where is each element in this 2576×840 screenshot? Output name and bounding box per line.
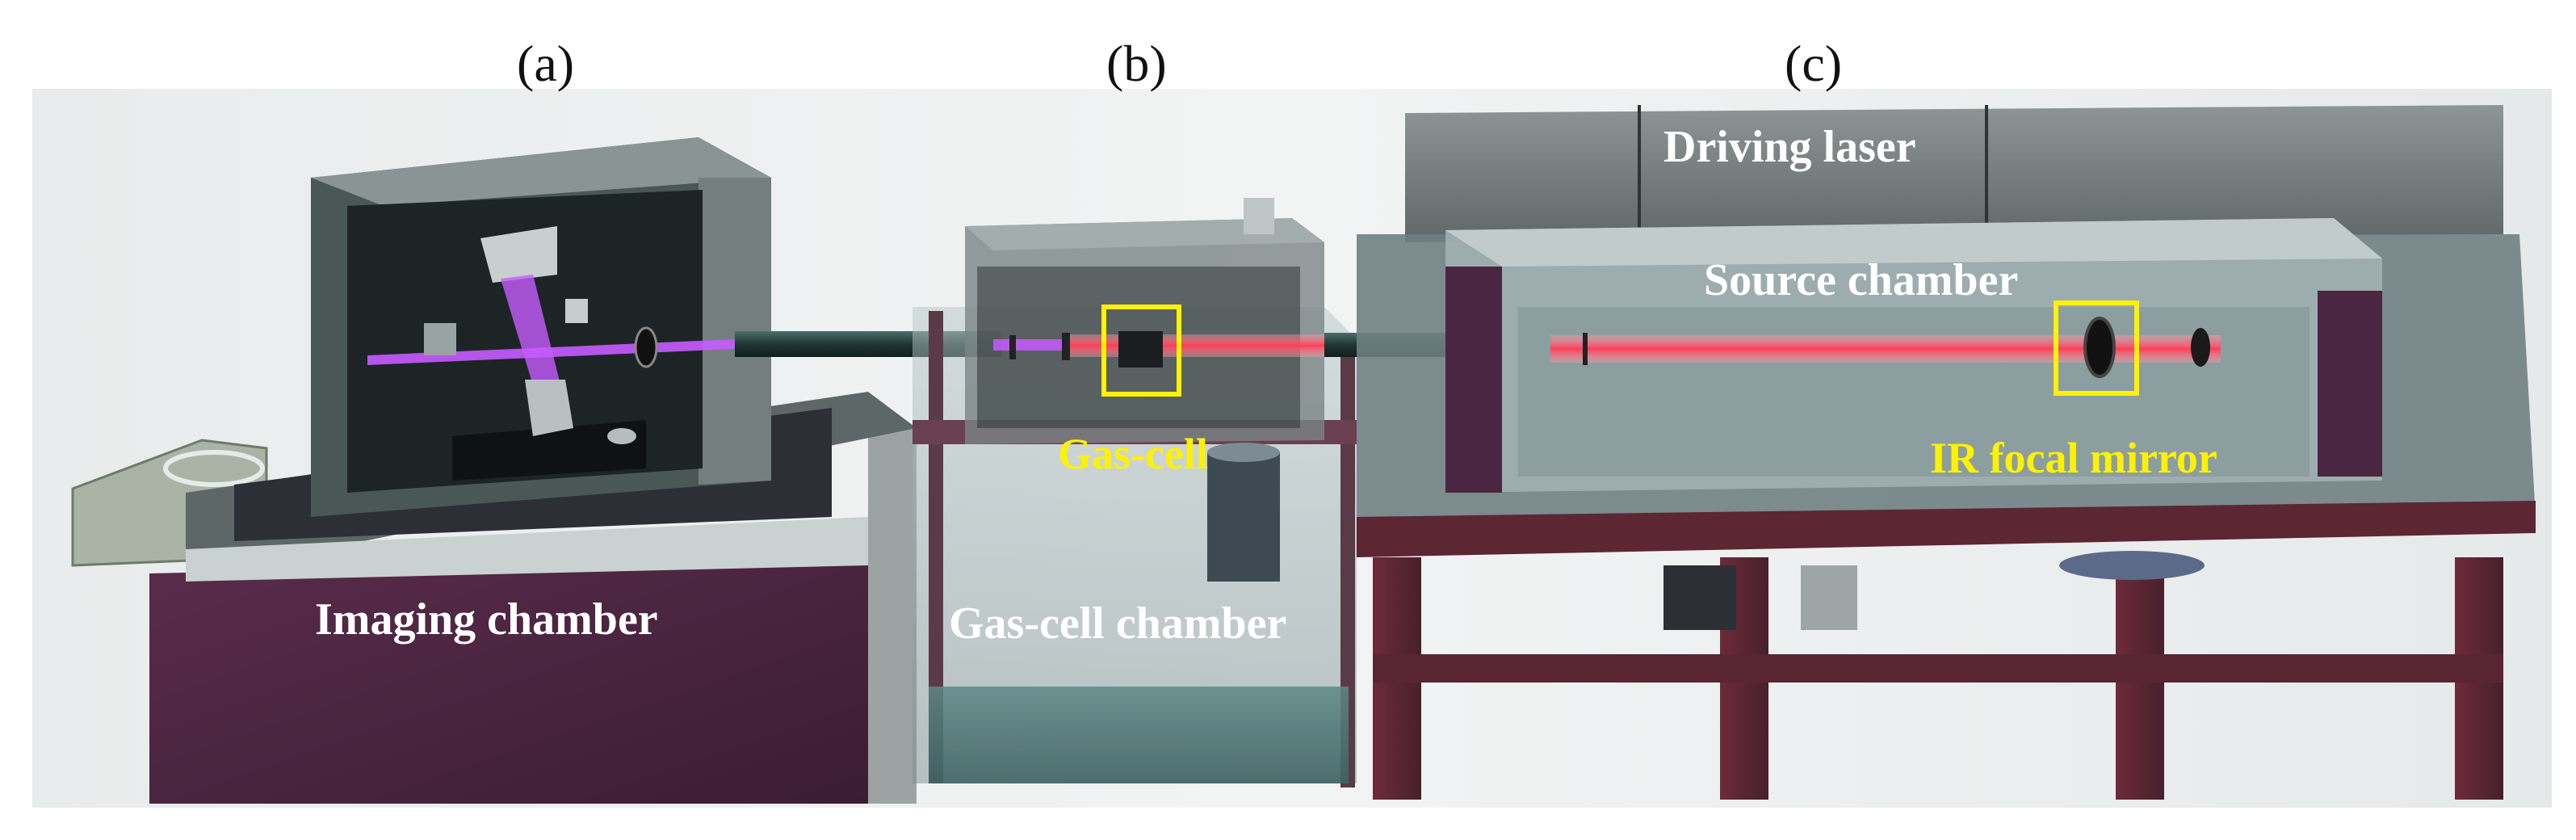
imaging-base — [149, 557, 868, 804]
imaging-table-rim — [186, 517, 868, 582]
lower-crossbar — [1373, 654, 2503, 682]
detector-head — [480, 226, 557, 283]
iris-source — [1583, 333, 1588, 365]
ir-beam-c — [1550, 335, 2221, 363]
ir-focal-mirror-highlight-box — [2054, 300, 2139, 396]
imaging-chamber-assembly: Imaging chamber (a) — [71, 35, 917, 804]
gas-cell-box-lid — [965, 218, 1324, 250]
under-turbo — [2059, 551, 2205, 580]
driving-laser-label: Driving laser — [1663, 122, 1916, 172]
source-chamber-wall-right — [2318, 291, 2382, 477]
source-chamber-label: Source chamber — [1704, 255, 2018, 305]
gas-cell-label: Gas-cell — [1058, 430, 1208, 478]
ir-beam-b — [1066, 334, 1328, 357]
source-table-rail — [1357, 501, 2536, 557]
panel-b-label: (b) — [1106, 35, 1167, 92]
gas-cell-highlight-box — [1101, 304, 1181, 397]
imaging-base-side — [868, 396, 917, 804]
mirror-small — [565, 299, 588, 323]
under-box-2 — [1801, 565, 1857, 630]
under-box-1 — [1663, 565, 1736, 630]
stage-knob — [607, 428, 636, 444]
mirror-mount — [424, 323, 456, 355]
viewport-ring — [163, 450, 265, 487]
chamber-port — [634, 326, 658, 368]
panel-a-label: (a) — [517, 35, 574, 92]
source-chamber-assembly: Driving laser Source chamber IR focal mi… — [1357, 35, 2536, 800]
sample-holder — [525, 380, 573, 436]
iris-1 — [1009, 335, 1016, 359]
driving-laser-box — [1405, 105, 2503, 242]
vacuum-pump — [1207, 452, 1280, 582]
gas-cell-lower-tank — [929, 687, 1349, 783]
gas-cell-leg-right — [1340, 335, 1355, 788]
gas-cell-chamber-label: Gas-cell chamber — [949, 598, 1286, 649]
gas-cell-chamber-assembly: Gas-cell Gas-cell chamber (b) — [913, 35, 1357, 788]
imaging-chamber-lid — [311, 137, 771, 206]
ir-focal-mirror-label: IR focal mirror — [1930, 434, 2217, 482]
imaging-chamber-label: Imaging chamber — [315, 594, 658, 645]
gas-cell-gauge — [1244, 198, 1274, 234]
gas-cell-body — [1118, 331, 1163, 368]
panel-c-label: (c) — [1785, 35, 1842, 92]
source-chamber-wall-left — [1445, 267, 1502, 493]
exit-port — [2191, 328, 2210, 367]
xuv-beam-reflected — [501, 275, 565, 412]
ir-focal-mirror — [2083, 317, 2116, 378]
source-chamber-lid — [1445, 218, 2382, 267]
xuv-beam-b — [993, 339, 1066, 351]
sample-stage — [452, 420, 646, 481]
iris-2 — [1062, 333, 1070, 360]
vacuum-pump-top — [1207, 443, 1280, 462]
